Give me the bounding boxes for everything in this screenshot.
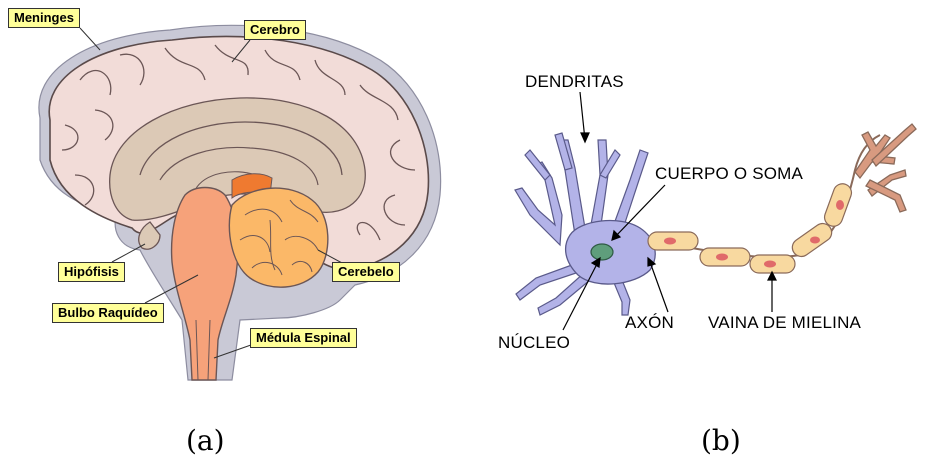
- axon-terminal: [855, 124, 916, 212]
- label-cerebelo: Cerebelo: [332, 262, 400, 282]
- label-bulbo-raquideo: Bulbo Raquídeo: [52, 303, 164, 323]
- neuron-illustration: [515, 92, 916, 330]
- caption-a: (a): [186, 424, 225, 457]
- label-meninges: Meninges: [8, 8, 80, 28]
- myelin-sheaths: [648, 181, 854, 273]
- nucleus: [591, 244, 613, 260]
- label-vaina-mielina: VAINA DE MIELINA: [708, 313, 861, 333]
- label-medula-espinal: Médula Espinal: [250, 328, 357, 348]
- label-cerebro: Cerebro: [244, 20, 306, 40]
- brain-illustration: [39, 25, 441, 380]
- label-dendritas: DENDRITAS: [525, 72, 624, 92]
- caption-b: (b): [701, 424, 741, 457]
- label-axon: AXÓN: [625, 313, 674, 333]
- label-nucleo: NÚCLEO: [498, 333, 570, 353]
- label-cuerpo-soma: CUERPO O SOMA: [655, 164, 803, 184]
- label-hipofisis: Hipófisis: [58, 262, 125, 282]
